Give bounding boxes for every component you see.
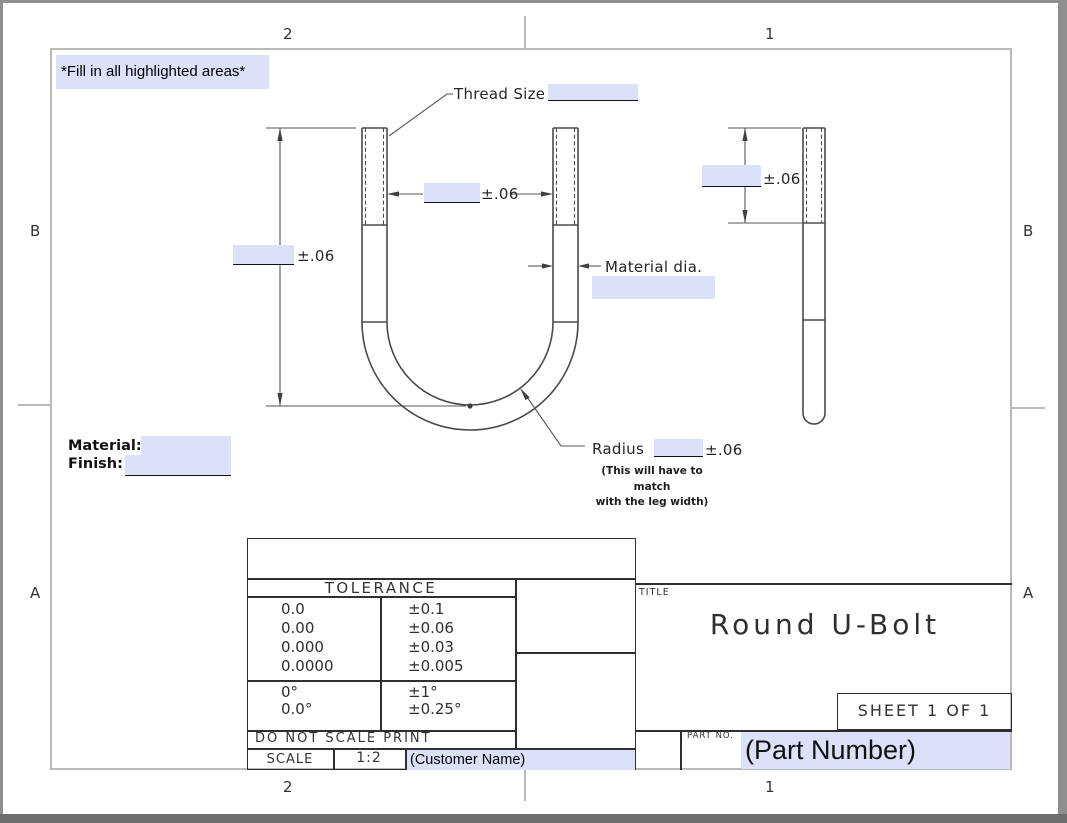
fill-in-note: *Fill in all highlighted areas*: [56, 55, 269, 89]
linear-place: 0.000: [281, 638, 324, 656]
title-label: TITLE: [639, 587, 670, 598]
inside-width-tolerance: ±.06: [481, 185, 519, 203]
radius-note-line1: (This will have to match: [601, 465, 703, 493]
window-frame-bottom: [0, 814, 1067, 823]
zone-label-bottom-2: 2: [283, 778, 293, 796]
linear-place: 0.00: [281, 619, 315, 637]
zone-label-left-b: B: [30, 222, 41, 240]
part-no-label: PART NO.: [687, 731, 734, 741]
customer-name-field[interactable]: (Customer Name): [407, 749, 635, 770]
tb-line: [636, 583, 1012, 585]
zone-label-right-b: B: [1023, 222, 1034, 240]
tb-line: [405, 748, 407, 770]
linear-tol: ±0.03: [408, 638, 454, 656]
tb-line: [515, 652, 636, 654]
thread-length-tolerance: ±.06: [763, 170, 801, 188]
zone-tick-top: [524, 16, 526, 48]
angular-place: 0.0°: [281, 700, 313, 718]
zone-label-top-2: 2: [283, 25, 293, 43]
tolerance-header: TOLERANCE: [324, 579, 438, 597]
window-frame-top: [0, 0, 1067, 3]
angular-tol: ±1°: [408, 683, 438, 701]
drawing-title: Round U-Bolt: [709, 608, 941, 641]
sheet-box: [837, 693, 1012, 730]
scale-value: 1:2: [356, 750, 382, 766]
thread-size-blank-field[interactable]: [548, 84, 638, 101]
angular-tol: ±0.25°: [408, 700, 462, 718]
material-dia-blank-field[interactable]: [592, 276, 715, 299]
zone-tick-left: [18, 404, 50, 406]
linear-tol: ±0.1: [408, 600, 445, 618]
linear-place: 0.0: [281, 600, 305, 618]
part-number-field[interactable]: (Part Number): [741, 731, 1010, 769]
zone-label-bottom-1: 1: [765, 778, 775, 796]
leg-length-tolerance: ±.06: [297, 247, 335, 265]
tb-line: [333, 748, 335, 770]
inside-width-blank-field[interactable]: [424, 183, 480, 203]
tb-line: [247, 730, 515, 732]
zone-tick-right: [1012, 407, 1045, 409]
zone-label-left-a: A: [30, 584, 41, 602]
radius-label: Radius: [592, 440, 645, 458]
linear-places-column: 0.0 0.00 0.000 0.0000: [281, 600, 334, 676]
linear-tol: ±0.06: [408, 619, 454, 637]
linear-place: 0.0000: [281, 657, 334, 675]
window-frame-left: [0, 0, 3, 823]
radius-note-line2: with the leg width): [595, 496, 709, 508]
leg-length-blank-field[interactable]: [233, 245, 294, 265]
radius-note: (This will have to match with the leg wi…: [582, 464, 722, 511]
finish-blank-field[interactable]: [125, 455, 231, 476]
radius-blank-field[interactable]: [654, 439, 703, 457]
zone-tick-bottom: [524, 770, 526, 801]
zone-label-top-1: 1: [765, 25, 775, 43]
finish-label: Finish:: [68, 456, 123, 472]
angular-place: 0°: [281, 683, 299, 701]
tb-line: [247, 748, 636, 750]
tb-line: [247, 578, 636, 580]
angular-places-column: 0° 0.0°: [281, 684, 312, 718]
angular-tols-column: ±1° ±0.25°: [408, 684, 461, 718]
do-not-scale-print: DO NOT SCALE PRINT: [255, 731, 432, 746]
zone-label-right-a: A: [1023, 584, 1034, 602]
tolerance-block-border: [247, 538, 636, 770]
material-dia-label: Material dia.: [605, 258, 703, 276]
material-blank-field[interactable]: [141, 436, 231, 457]
material-label: Material:: [68, 438, 142, 454]
tb-line: [636, 730, 1012, 732]
sheet-number: SHEET 1 OF 1: [857, 701, 992, 720]
thread-size-label: Thread Size: [454, 85, 546, 103]
tb-line: [380, 596, 382, 730]
thread-length-blank-field[interactable]: [702, 165, 761, 187]
linear-tol: ±0.005: [408, 657, 464, 675]
window-frame-right: [1058, 0, 1067, 823]
radius-tolerance: ±.06: [705, 441, 743, 459]
linear-tols-column: ±0.1 ±0.06 ±0.03 ±0.005: [408, 600, 464, 676]
tb-line: [515, 578, 517, 749]
tb-line: [680, 730, 682, 770]
scale-label: SCALE: [266, 752, 314, 767]
